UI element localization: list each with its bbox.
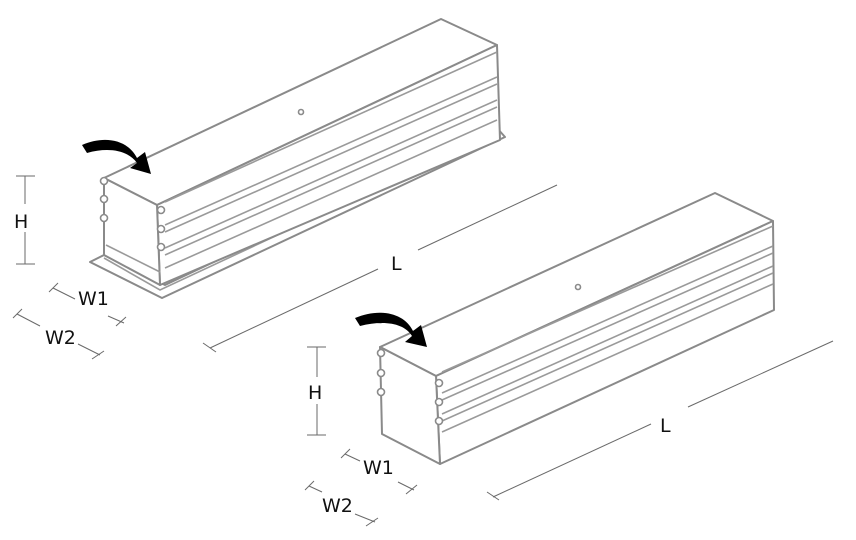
height-label: H (308, 382, 322, 404)
hole (99, 176, 109, 186)
rotation-arrow-icon (355, 312, 427, 347)
rotation-arrow-icon (82, 139, 151, 174)
width-inner-dimension: W1 (48, 282, 127, 327)
hole (156, 224, 166, 234)
width-inner-label: W1 (363, 457, 394, 479)
body-end-face (103, 177, 161, 286)
width-outer-dimension: W2 (304, 480, 379, 527)
height-dimension: H (14, 175, 35, 265)
length-label: L (391, 253, 402, 275)
plain-extrusion: H W1 W2 L (304, 192, 834, 527)
hole (376, 348, 386, 358)
width-outer-dimension: W2 (12, 308, 105, 360)
hole (99, 213, 109, 223)
hole (376, 368, 386, 378)
hole (376, 387, 386, 397)
hole (156, 205, 166, 215)
hole (156, 242, 166, 252)
width-outer-label: W2 (322, 495, 353, 517)
length-label: L (660, 415, 671, 437)
body-end-face (379, 346, 441, 465)
hole (434, 416, 444, 426)
hole (434, 378, 444, 388)
length-dimension: L (202, 184, 558, 353)
flanged-extrusion: H W1 W2 L (12, 18, 558, 360)
width-inner-dimension: W1 (340, 448, 418, 495)
width-outer-label: W2 (45, 327, 76, 349)
top-hole (297, 108, 305, 116)
top-hole (574, 283, 582, 291)
hole (99, 194, 109, 204)
hole (434, 397, 444, 407)
length-dimension: L (486, 340, 834, 501)
height-dimension: H (307, 346, 326, 436)
height-label: H (14, 211, 28, 233)
width-inner-label: W1 (78, 288, 109, 310)
